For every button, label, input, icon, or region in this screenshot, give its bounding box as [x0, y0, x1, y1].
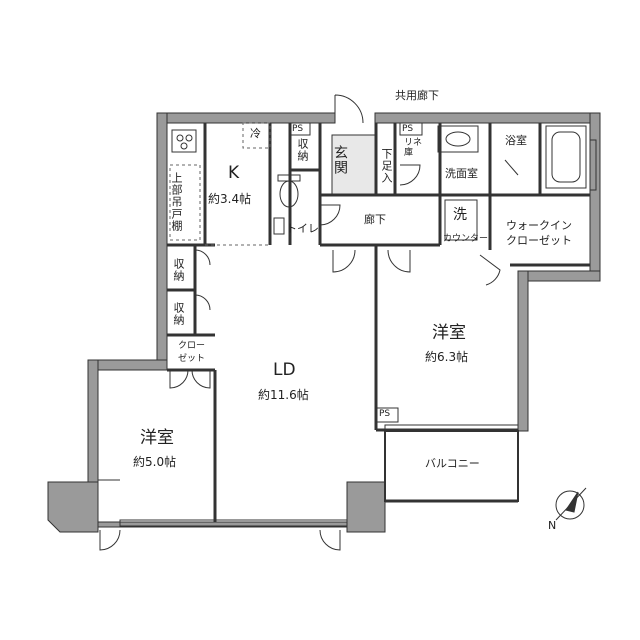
bathroom-label: 浴室	[505, 134, 527, 147]
toilet-icon	[273, 174, 301, 235]
entrance-label: 玄関	[332, 145, 348, 175]
interior-walls	[167, 123, 590, 522]
storage1-label: 収納	[172, 258, 185, 282]
ps-label-3: PS	[379, 409, 391, 419]
stove-icon	[171, 129, 197, 153]
compass-icon	[555, 487, 587, 521]
common-corridor-label: 共用廊下	[395, 89, 439, 102]
toilet-label: トイレ	[286, 222, 319, 235]
storage-small-label: 収納	[296, 138, 309, 162]
storage2-label: 収納	[172, 302, 185, 326]
wash-basin-icon	[437, 125, 479, 153]
outer-walls	[47, 112, 601, 533]
balcony	[384, 430, 519, 503]
kitchen-label: K	[228, 163, 240, 183]
western-room-left-label: 洋室	[140, 428, 174, 448]
ps-label-1: PS	[292, 124, 304, 134]
upper-cabinet-label: 上部吊戸棚	[170, 172, 183, 232]
laundry-label: 洗	[453, 207, 467, 223]
kitchen-dashed	[169, 122, 271, 246]
fridge-label: 冷	[250, 127, 261, 140]
walkin-label-1: ウォークイン	[506, 219, 572, 232]
kitchen-area: 約3.4帖	[208, 192, 252, 206]
western-room-right-label: 洋室	[432, 323, 466, 343]
ps-boxes	[289, 122, 423, 423]
ps-label-2: PS	[402, 124, 414, 134]
door-swings	[98, 94, 519, 551]
shoe-box-label: 下足入	[380, 148, 393, 184]
north-label: N	[548, 519, 557, 532]
washroom-label: 洗面室	[445, 167, 478, 180]
walkin-label-2: クローゼット	[506, 234, 572, 247]
linen-label: リネ 庫	[404, 138, 423, 158]
closet-label-1: クロー	[178, 341, 206, 351]
closet-label-2: ゼット	[178, 354, 206, 364]
hallway-label: 廊下	[364, 213, 386, 226]
balcony-label: バルコニー	[425, 457, 480, 470]
western-room-left-area: 約5.0帖	[133, 455, 177, 469]
ld-area: 約11.6帖	[258, 388, 309, 402]
western-room-right-area: 約6.3帖	[425, 350, 469, 364]
laundry-box	[444, 199, 478, 241]
bathtub-icon	[545, 125, 587, 189]
ld-label: LD	[273, 360, 296, 380]
counter-label: カウンター	[443, 234, 489, 244]
